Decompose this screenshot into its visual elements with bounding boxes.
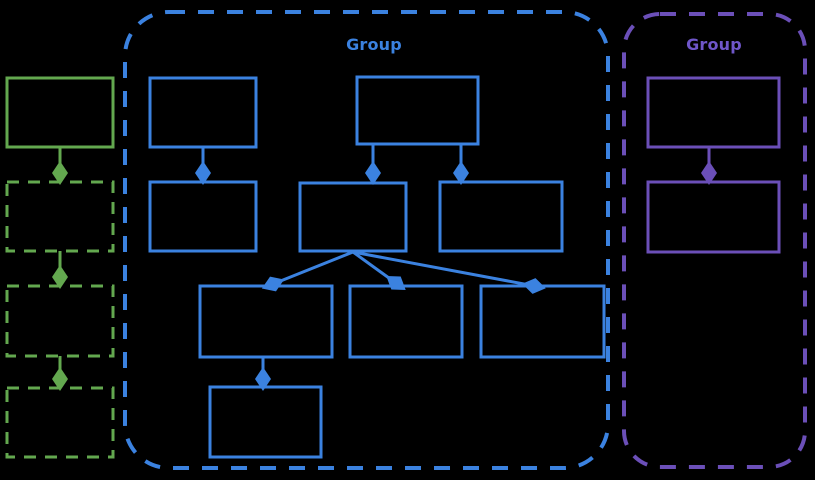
edge-diamond-marker	[453, 161, 469, 185]
node-box[interactable]	[5, 284, 115, 358]
nodes-layer	[5, 75, 781, 459]
edge-diamond-marker	[522, 278, 546, 294]
node-box[interactable]	[348, 284, 464, 359]
node-box[interactable]	[148, 180, 258, 253]
markers-layer	[52, 161, 717, 391]
edge-diamond-marker	[255, 367, 271, 391]
node-box[interactable]	[355, 75, 480, 146]
node-box[interactable]	[5, 386, 115, 459]
groups-layer	[123, 10, 807, 470]
edge-diamond-marker	[261, 276, 285, 292]
edge-diamond-marker	[386, 275, 406, 291]
edge-diamond-marker	[365, 161, 381, 185]
node-box[interactable]	[208, 385, 323, 459]
group-container[interactable]	[622, 12, 807, 469]
group-label: Group	[346, 35, 402, 54]
node-box[interactable]	[5, 180, 115, 253]
node-box[interactable]	[438, 180, 564, 253]
edge-diamond-marker	[195, 161, 211, 185]
node-box[interactable]	[479, 284, 606, 359]
node-box[interactable]	[198, 284, 334, 359]
node-box[interactable]	[298, 181, 408, 253]
group-container[interactable]	[123, 10, 610, 470]
labels-layer: Group Group	[346, 35, 742, 54]
group-label: Group	[686, 35, 742, 54]
edge-diamond-marker	[52, 265, 68, 289]
node-box[interactable]	[646, 180, 781, 254]
node-box[interactable]	[646, 76, 781, 149]
edge-diamond-marker	[52, 161, 68, 185]
node-box[interactable]	[5, 76, 115, 149]
node-box[interactable]	[148, 76, 258, 149]
edge-diamond-marker	[701, 161, 717, 185]
edge-diamond-marker	[52, 367, 68, 391]
edge-connector[interactable]	[352, 250, 541, 289]
